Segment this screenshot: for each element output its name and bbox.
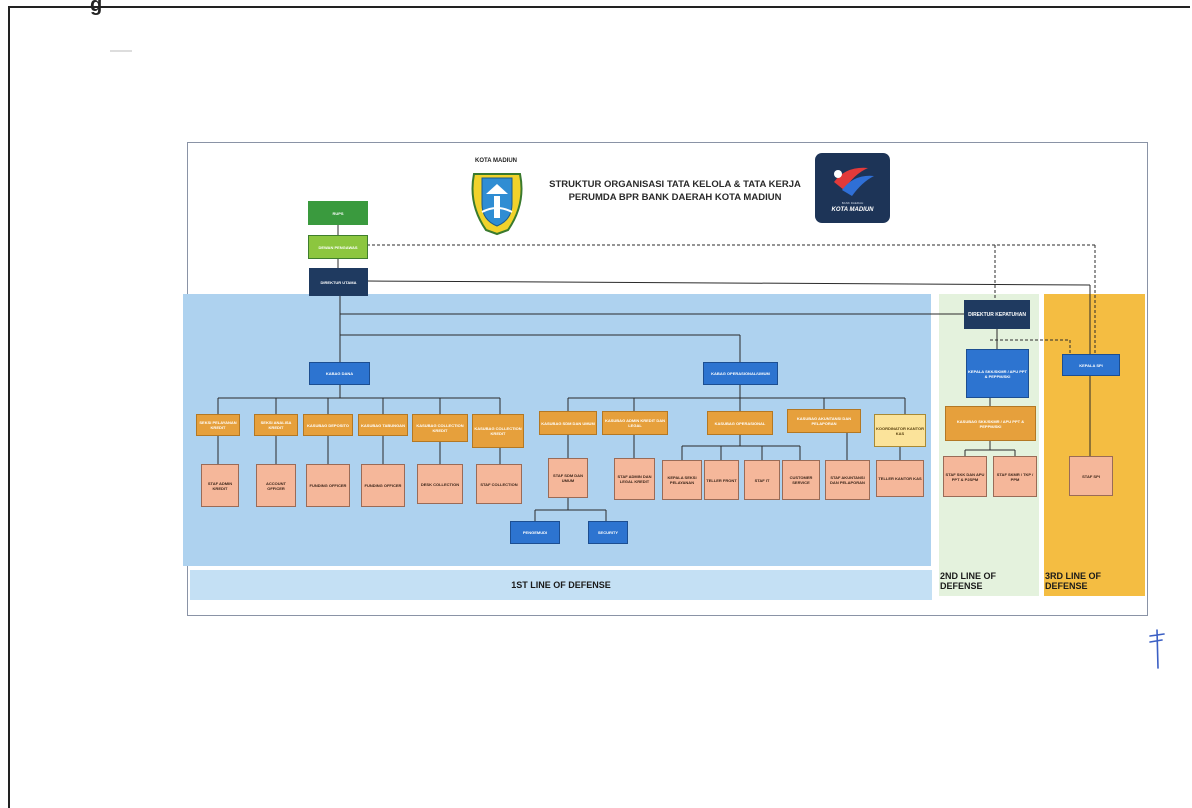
node-staf-ops-4: TELLER FRONT	[704, 460, 739, 500]
node-staf-ops-6: CUSTOMER SERVICE	[782, 460, 820, 500]
node-kasubag-dana-3: KASUBAG DEPOSITO	[303, 414, 353, 436]
node-staf-skk: STAF SKK DAN APU PPT & P2SPM	[943, 456, 987, 497]
node-staf-ops-2: STAF ADMIN DAN LEGAL KREDIT	[614, 458, 655, 500]
node-staf-ops-3: KEPALA SEKSI PELAYANAN	[662, 460, 702, 500]
node-staf-ops-8: TELLER KANTOR KAS	[876, 460, 924, 497]
chart-title-line-2: PERUMDA BPR BANK DAERAH KOTA MADIUN	[568, 192, 782, 203]
city-emblem-icon	[471, 173, 523, 236]
node-dewan-pengawas: DEWAN PENGAWAS	[308, 235, 368, 259]
zone-second-label: 2ND LINE OF DEFENSE	[940, 571, 997, 591]
zone-third-label: 3RD LINE OF DEFENSE	[1045, 571, 1102, 591]
zone-third-line	[1044, 294, 1145, 596]
bank-logo-name: KOTA MADIUN	[831, 207, 874, 213]
node-staf-dana-1: STAF ADMIN KREDIT	[201, 464, 239, 507]
node-kasubag-skk: KASUBAG SKK/SKMR / APU PPT & PEPPM/SKI	[945, 406, 1036, 441]
node-staf-dana-6: STAF COLLECTION	[476, 464, 522, 504]
node-kepala-skk: KEPALA SKK/SKMR / APU PPT & PEPPM/SKI	[966, 349, 1029, 398]
node-direktur-utama: DIREKTUR UTAMA	[309, 268, 368, 296]
node-kasubag-ops-3: KASUBAG OPERASIONAL	[707, 411, 773, 435]
node-kasubag-ops-4: KASUBAG AKUNTANSI DAN PELAPORAN	[787, 409, 861, 433]
node-staf-ops-5: STAF IT	[744, 460, 780, 500]
node-rups: RUPS	[308, 201, 368, 225]
city-logo-label: KOTA MADIUN	[475, 158, 517, 164]
node-staf-ops-7: STAF AKUNTANSI DAN PELAPORAN	[825, 460, 870, 500]
scan-mark	[110, 50, 132, 52]
bank-logo-subtitle: BANK DAERAH	[841, 201, 864, 205]
handwritten-initial-signature	[1149, 629, 1165, 669]
node-kasubag-dana-2: SEKSI ANALISA KREDIT	[254, 414, 298, 436]
node-kabag-operasional: KABAG OPERASIONAL/UMUM	[703, 362, 778, 385]
node-kabag-dana: KABAG DANA	[309, 362, 370, 385]
node-kasubag-dana-5: KASUBAG COLLECTION KREDIT	[412, 414, 468, 442]
node-staf-spi: STAF SPI	[1069, 456, 1113, 496]
node-pengemudi: PENGEMUDI	[510, 521, 560, 544]
bank-logo-mark-icon	[834, 167, 874, 196]
node-kasubag-dana-4: KASUBAG TABUNGAN	[358, 414, 408, 436]
zone-second-line	[939, 294, 1039, 596]
page-border	[8, 6, 1190, 808]
chart-title-line-1: STRUKTUR ORGANISASI TATA KELOLA & TATA K…	[549, 179, 801, 190]
node-kasubag-dana-1: SEKSI PELAYANAN KREDIT	[196, 414, 240, 436]
node-staf-dana-5: DESK COLLECTION	[417, 464, 463, 504]
node-kasubag-ops-1: KASUBAG SDM DAN UMUM	[539, 411, 597, 435]
zone-first-label: 1ST LINE OF DEFENSE	[190, 570, 932, 600]
node-kepala-spi: KEPALA SPI	[1062, 354, 1120, 376]
node-staf-dana-3: FUNDING OFFICER	[306, 464, 350, 507]
node-direktur-kepatuhan: DIREKTUR KEPATUHAN	[964, 300, 1030, 329]
page-partial-header: g	[90, 0, 103, 16]
node-staf-dana-2: ACCOUNT OFFICER	[256, 464, 296, 507]
node-staf-ops-1: STAF SDM DAN UMUM	[548, 458, 588, 498]
node-kasubag-ops-2: KASUBAG ADMIN KREDIT DAN LEGAL	[602, 411, 668, 435]
node-staf-dana-4: FUNDING OFFICER	[361, 464, 405, 507]
node-kasubag-dana-6: KASUBAG COLLECTION KREDIT	[472, 414, 524, 448]
node-staf-skmr: STAF SKMR / TKP / PPM	[993, 456, 1037, 497]
chart-title: STRUKTUR ORGANISASI TATA KELOLA & TATA K…	[530, 178, 820, 204]
node-koordinator-kantor-kas: KOORDINATOR KANTOR KAS	[874, 414, 926, 447]
node-security: SECURITY	[588, 521, 628, 544]
